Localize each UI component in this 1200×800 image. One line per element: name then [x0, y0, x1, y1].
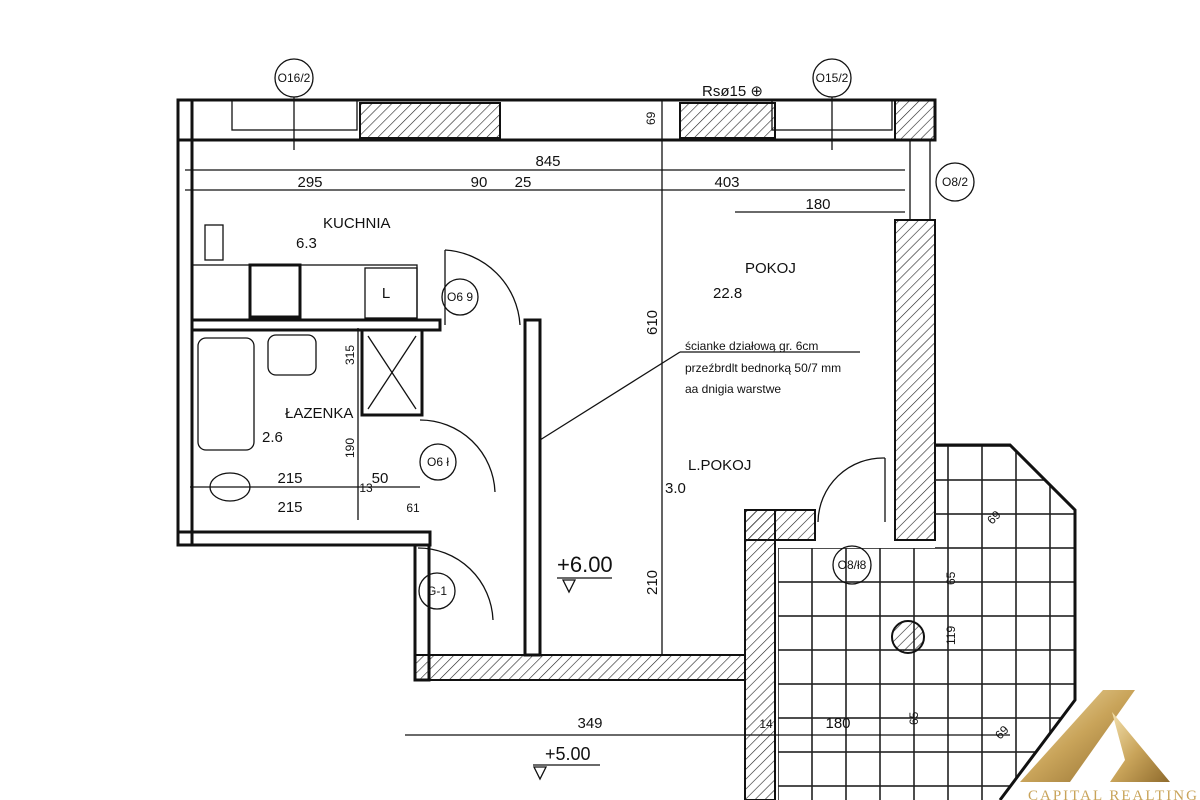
dim-balcony-119: 119: [944, 626, 958, 645]
dim-50: 50: [372, 470, 389, 487]
room-name-kitchen: KUCHNIA: [323, 215, 391, 232]
room-name-pokoj: POKOJ: [745, 260, 796, 277]
dim-215-a: 215: [277, 470, 302, 487]
door-tag-kitchen: O6 9: [447, 290, 473, 304]
dim-610: 610: [644, 310, 661, 335]
dim-balcony-65: 65: [944, 571, 958, 585]
door-tag-bath: O6 ł: [427, 455, 449, 469]
kitchen-fixtures: [191, 224, 418, 321]
window-tag-o15: O15/2: [816, 71, 849, 85]
brand-logo: CAPITAL REALTING: [1020, 690, 1199, 800]
dim-61: 61: [406, 501, 420, 515]
note-line-2: przeźbrdlt bednorką 50/7 mm: [685, 361, 841, 375]
room-name-lpokoj: L.POKOJ: [688, 457, 751, 474]
dim-180: 180: [805, 196, 830, 213]
dim-349: 349: [577, 715, 602, 732]
room-area-kitchen: 6.3: [296, 235, 317, 252]
dim-190: 190: [343, 438, 357, 458]
level-lower: +5.00: [545, 744, 591, 764]
dimension-lines: [185, 100, 1010, 736]
window-tag-o16: O16/2: [278, 71, 311, 85]
dim-13: 13: [359, 481, 373, 495]
brand-name: CAPITAL REALTING: [1028, 788, 1199, 800]
dim-295: 295: [297, 174, 322, 191]
level-upper: +6.00: [557, 552, 613, 577]
balcony: [778, 443, 1077, 800]
note-line-1: ścianke działową gr. 6cm: [685, 339, 818, 353]
dim-65: 65: [907, 711, 921, 725]
level-marker-icon: [532, 766, 548, 781]
level-marker-icon: [561, 579, 577, 594]
dim-total: 845: [535, 153, 560, 170]
vent-label: Rsø15 ⊕: [702, 83, 763, 100]
dim-14: 14: [759, 717, 773, 731]
doors: [417, 249, 886, 621]
note-line-3: aa dnigia warstwe: [685, 382, 781, 396]
door-tag-balcony: O8/ł8: [838, 558, 867, 572]
window-tags: [274, 58, 975, 610]
dim-210: 210: [644, 570, 661, 595]
fridge-label: L: [382, 285, 390, 302]
room-area-lpokoj: 3.0: [665, 480, 686, 497]
dim-69: 69: [644, 111, 658, 125]
dim-90: 90: [471, 174, 488, 191]
door-tag-entry: G-1: [427, 584, 447, 598]
window-tag-o8: O8/2: [942, 175, 968, 189]
room-area-pokoj: 22.8: [713, 285, 742, 302]
dim-180-balcony: 180: [825, 715, 850, 732]
dim-215-b: 215: [277, 499, 302, 516]
dim-403: 403: [714, 174, 739, 191]
room-area-bathroom: 2.6: [262, 429, 283, 446]
dim-315: 315: [343, 345, 357, 365]
room-name-bathroom: ŁAZENKA: [285, 405, 353, 422]
dim-25: 25: [515, 174, 532, 191]
